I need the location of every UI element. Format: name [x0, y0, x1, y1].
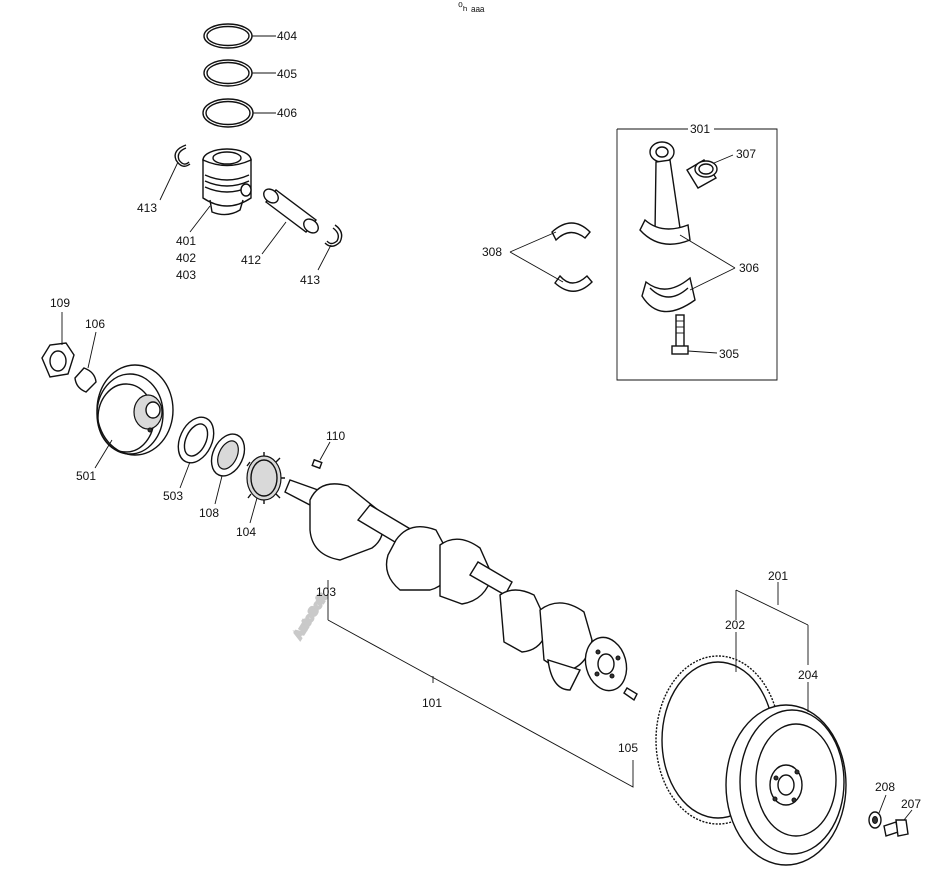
- callout-406: 406: [277, 106, 297, 120]
- callout-110: 110: [326, 429, 345, 443]
- ring-503[interactable]: [171, 411, 220, 468]
- crankshaft[interactable]: [284, 479, 632, 695]
- callout-413-right: 413: [300, 273, 320, 287]
- callout-306: 306: [739, 261, 759, 275]
- callout-503: 503: [163, 489, 183, 503]
- callout-103: 103: [316, 585, 336, 599]
- piston[interactable]: [202, 148, 252, 216]
- piston-pin[interactable]: [261, 186, 321, 235]
- callout-109: 109: [50, 296, 70, 310]
- callout-108: 108: [199, 506, 219, 520]
- ring-108[interactable]: [205, 429, 251, 482]
- callout-413-left: 413: [137, 201, 157, 215]
- callout-104: 104: [236, 525, 256, 539]
- callout-402: 402: [176, 251, 196, 265]
- pulley-501[interactable]: [96, 364, 174, 456]
- callout-401: 401: [176, 234, 196, 248]
- callout-202: 202: [725, 618, 745, 632]
- callout-101: 101: [422, 696, 442, 710]
- piston-ring-404[interactable]: [203, 23, 253, 49]
- callout-305: 305: [719, 347, 739, 361]
- snap-ring-413-right[interactable]: [324, 224, 343, 247]
- key-110[interactable]: [311, 458, 323, 470]
- callout-208: 208: [875, 780, 895, 794]
- rod-cap[interactable]: [641, 276, 696, 313]
- connecting-rod[interactable]: [639, 141, 691, 245]
- bearing-shell-lower[interactable]: [554, 274, 593, 292]
- washer-106[interactable]: [74, 367, 97, 393]
- flywheel-204[interactable]: [725, 704, 847, 866]
- callout-501: 501: [76, 469, 96, 483]
- callout-201: 201: [768, 569, 788, 583]
- callout-204: 204: [798, 668, 818, 682]
- callout-106: 106: [85, 317, 105, 331]
- piston-ring-406[interactable]: [202, 98, 254, 128]
- connecting-rod-group-box: [616, 128, 778, 381]
- callout-207: 207: [901, 797, 921, 811]
- callout-307: 307: [736, 147, 756, 161]
- small-end-bushing[interactable]: [686, 159, 718, 189]
- callout-301: 301: [690, 122, 710, 136]
- flywheel-group-bracket: [735, 582, 809, 665]
- piston-ring-405[interactable]: [203, 59, 253, 87]
- header-mark: ⁰ₕ ₐₐₐ: [458, 0, 485, 14]
- snap-ring-413-left[interactable]: [174, 144, 191, 167]
- bolt-207[interactable]: [883, 819, 909, 837]
- nut-109[interactable]: [41, 342, 75, 378]
- crank-gear-104[interactable]: [246, 452, 285, 504]
- dowel-pin-105[interactable]: [623, 687, 638, 702]
- bearing-shell-upper[interactable]: [551, 222, 591, 242]
- washer-208[interactable]: [868, 811, 882, 829]
- callout-404: 404: [277, 29, 297, 43]
- callout-405: 405: [277, 67, 297, 81]
- callout-412: 412: [241, 253, 261, 267]
- rod-bolt[interactable]: [671, 314, 689, 355]
- callout-105: 105: [618, 741, 638, 755]
- callout-308: 308: [482, 245, 502, 259]
- callout-403: 403: [176, 268, 196, 282]
